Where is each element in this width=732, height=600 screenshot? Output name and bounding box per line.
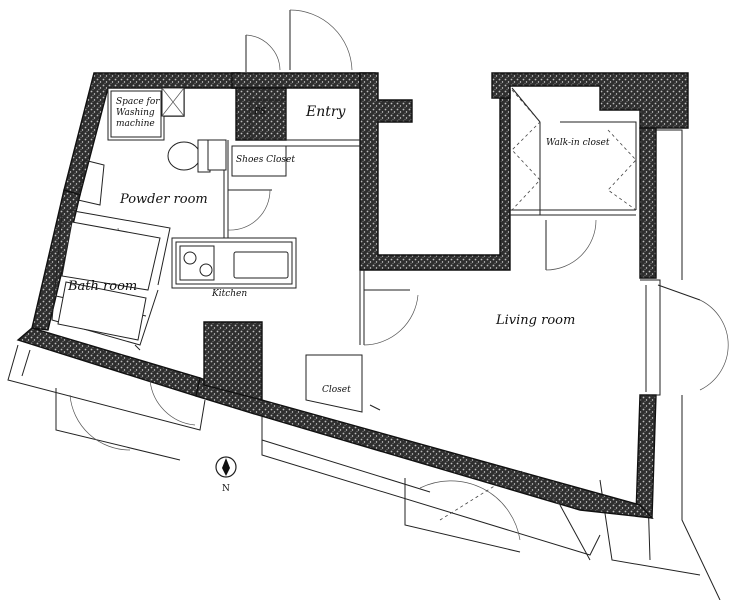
compass-label: N: [222, 484, 230, 494]
fixtures: [57, 87, 297, 341]
bathtub: [61, 221, 161, 291]
stove-burner-icon: [199, 263, 213, 277]
toilet-bowl: [167, 141, 201, 171]
compass: N: [215, 456, 237, 494]
label-bath-room: Bath room: [67, 279, 137, 294]
stove-burner-icon: [183, 251, 197, 265]
label-ps: PS: [253, 107, 266, 117]
label-walk-in-closet: Walk-in closet: [546, 138, 610, 148]
kitchen-sink: [233, 251, 289, 279]
label-closet: Closet: [322, 385, 351, 395]
label-shoes-closet: Shoes Closet: [236, 155, 295, 165]
label-entry: Entry: [305, 104, 347, 120]
label-living-room: Living room: [495, 313, 575, 328]
label-washing-space-1: Space for: [116, 97, 160, 107]
exterior-walls: [16, 72, 689, 519]
room-labels: Space for Washing machine PS Entry Shoes…: [67, 97, 610, 395]
label-powder-room: Powder room: [119, 192, 208, 207]
label-washing-space-3: machine: [116, 119, 155, 129]
north-arrow-icon: [222, 458, 230, 476]
label-kitchen: Kitchen: [211, 289, 247, 299]
label-washing-space-2: Washing: [116, 108, 155, 118]
